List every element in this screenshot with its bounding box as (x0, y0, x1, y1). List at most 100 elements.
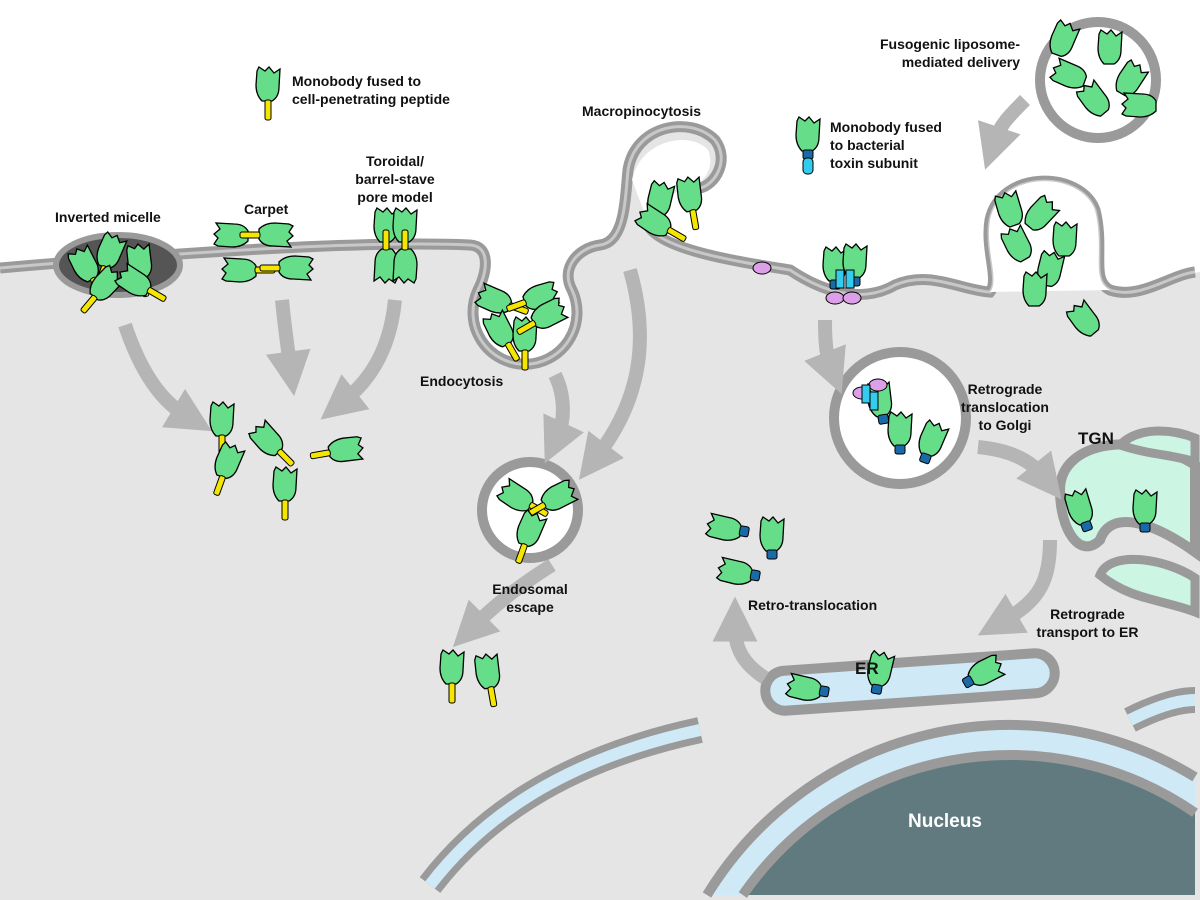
tgn-cisterna (1054, 439, 1200, 562)
toxin-icon (919, 452, 932, 465)
monobody-cpp (112, 261, 167, 302)
toxin-pentamer-icon (861, 384, 871, 404)
monobody-cpp (239, 222, 294, 248)
receptor-icon (825, 291, 845, 305)
monobody-icon (1097, 29, 1123, 65)
process-arrow (977, 539, 1057, 636)
monobody-cpp (392, 229, 418, 284)
monobody-cpp (632, 201, 687, 242)
endocytosis-label: Endocytosis (420, 373, 504, 389)
monobody-icon (278, 255, 314, 281)
monobody-cpp (512, 316, 538, 371)
er-label: ER (855, 659, 879, 678)
receptor-icon (752, 261, 772, 275)
process-arrow (804, 319, 846, 395)
monobody (1022, 271, 1048, 307)
monobody-toxin (784, 672, 830, 704)
monobody-icon (258, 222, 294, 248)
monobody (1052, 221, 1078, 257)
monobody-cpp (246, 418, 295, 467)
monobody (1121, 92, 1157, 118)
process-arrow (712, 596, 769, 684)
toxin-pentamer-icon (835, 269, 845, 289)
process-arrow (118, 322, 212, 432)
monobody-toxin (864, 649, 896, 695)
toxin-icon (1139, 522, 1151, 533)
peptide-icon (506, 299, 527, 312)
toxin-icon (766, 549, 778, 560)
monobody-toxin (887, 411, 913, 455)
monobody-icon (272, 466, 298, 502)
monobody-toxin (1132, 489, 1158, 533)
peptide-icon (401, 229, 409, 251)
process-arrow (543, 371, 584, 464)
peptide-icon (505, 341, 520, 362)
toxin-pentamer-icon (845, 269, 855, 289)
monobody-cpp (674, 174, 706, 231)
monobody (1097, 29, 1123, 65)
peptide-icon (80, 294, 98, 314)
monobody-cpp (506, 278, 562, 315)
monobody-toxin (1061, 486, 1098, 533)
monobody-icon (255, 66, 281, 102)
peptide-icon (264, 99, 272, 121)
monobody-icon (795, 116, 821, 152)
monobody-cpp (479, 307, 520, 362)
tgn-cisterna (1111, 426, 1200, 469)
monobody-icon (1121, 92, 1157, 118)
toxin-b-subunit-icon (802, 157, 814, 175)
monobody-cpp (472, 651, 504, 708)
toxin-icon (870, 683, 883, 695)
golgi-cisterna (1094, 554, 1200, 619)
monobody-icon (1022, 271, 1048, 307)
monobody-toxin (759, 516, 785, 560)
peptide-icon (259, 264, 281, 272)
peptide-icon (276, 448, 295, 467)
receptor-icon (842, 291, 862, 305)
monobody-cpp (309, 434, 366, 466)
monobody-icon (439, 649, 465, 685)
monobody-cpp (439, 649, 465, 704)
monobody-cpp (80, 262, 127, 314)
monobody-icon (1052, 221, 1078, 257)
process-arrow (320, 299, 402, 420)
carpet-label: Carpet (244, 201, 289, 217)
tgn-label: TGN (1078, 429, 1114, 448)
process-arrow (578, 268, 647, 480)
toxin-icon (961, 675, 975, 689)
peptide-icon (487, 686, 498, 708)
monobody-cpp (272, 466, 298, 521)
nucleus (742, 755, 1195, 895)
peptide-icon (146, 287, 167, 302)
process-arrow (266, 299, 311, 397)
peptide-icon (382, 229, 390, 251)
toxin-icon (818, 685, 830, 698)
monobody-icon (392, 248, 418, 284)
process-arrow (452, 559, 556, 648)
monobody-cpp (512, 508, 549, 564)
peptide-icon (281, 499, 289, 521)
monobody-cpp (210, 440, 247, 496)
monobody-cpp (516, 294, 571, 335)
monobody-cpp (373, 229, 399, 284)
toxin-icon (894, 444, 906, 455)
peptide-icon (213, 475, 226, 496)
monobody-icon (221, 257, 257, 283)
toxin-icon (877, 413, 890, 425)
process-arrow (977, 440, 1062, 500)
peptide-icon (689, 209, 700, 231)
macropinocytosis-label: Macropinocytosis (582, 103, 702, 119)
monobody-toxin (961, 651, 1008, 692)
monobody-toxin (715, 556, 761, 588)
monobody-cpp (255, 66, 281, 121)
inverted-micelle-label: Inverted micelle (55, 209, 161, 225)
monobody-toxin (795, 116, 821, 175)
monobody-icon (209, 401, 235, 437)
